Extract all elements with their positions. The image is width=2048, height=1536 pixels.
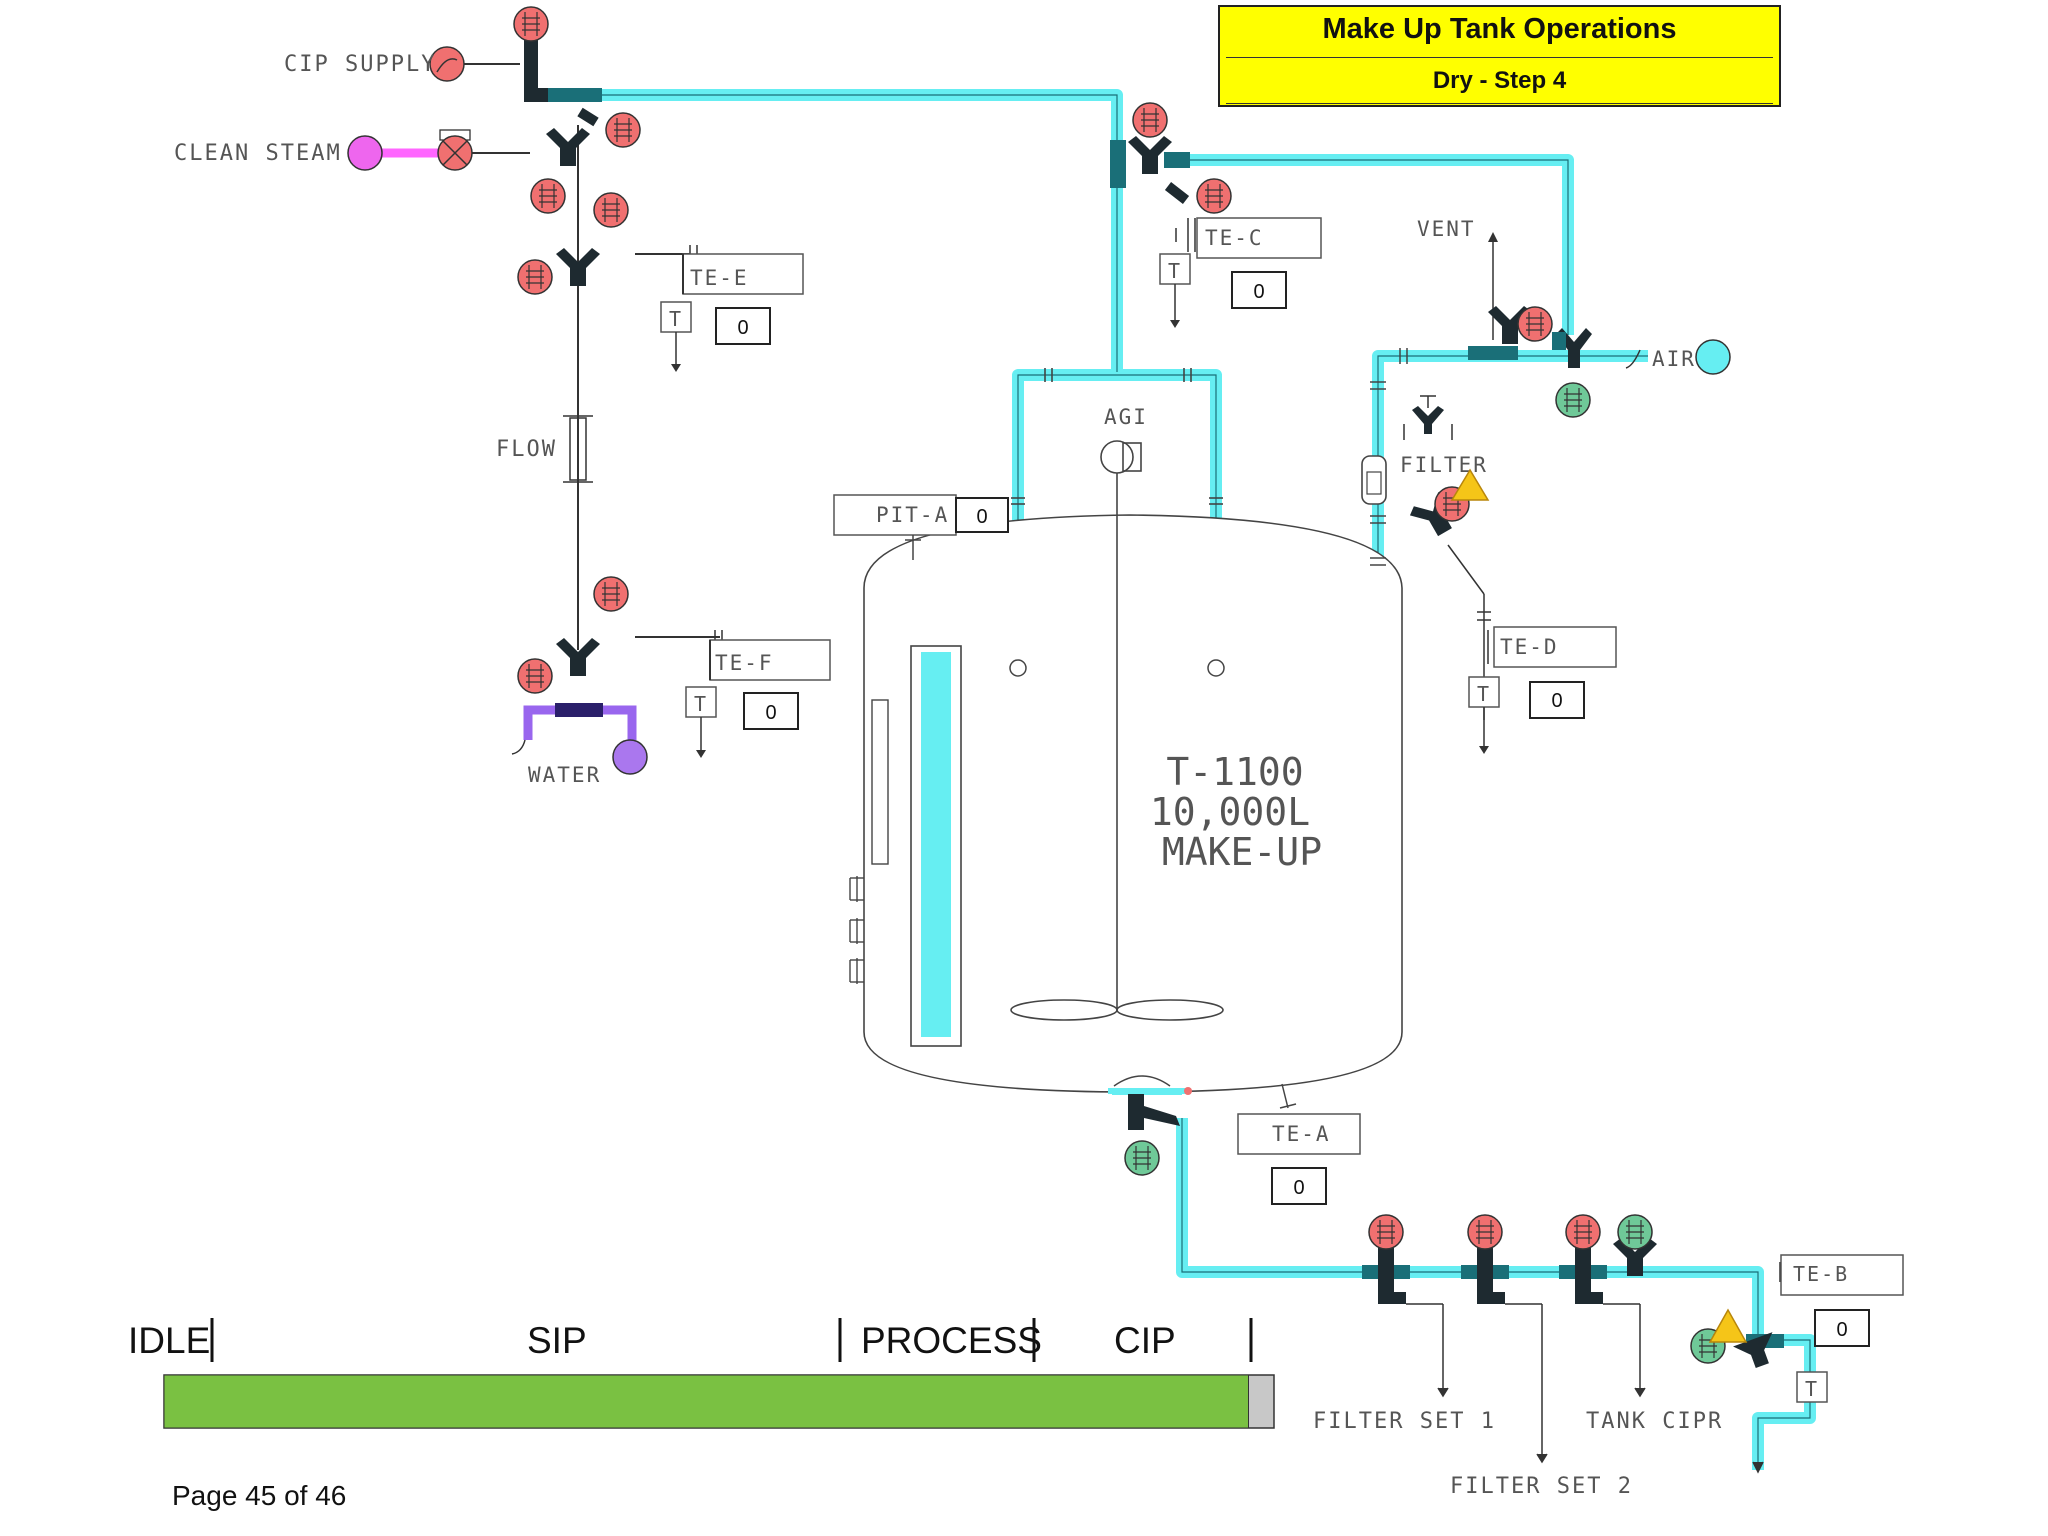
te-c-tag: TE-C bbox=[1205, 226, 1264, 250]
te-a-tag: TE-A bbox=[1272, 1122, 1331, 1146]
te-d-transmitter-label: T bbox=[1477, 682, 1491, 706]
te-b-instrument bbox=[1779, 1254, 1904, 1403]
water-flow-icon bbox=[511, 739, 526, 755]
air-label: AIR bbox=[1652, 347, 1696, 371]
te-f-value: 0 bbox=[765, 702, 776, 724]
cip-supply-source-icon bbox=[429, 46, 465, 82]
te-f-instrument bbox=[685, 630, 831, 758]
te-f-transmitter-label: T bbox=[694, 692, 708, 716]
pit-a-instrument bbox=[833, 494, 1009, 560]
te-d-tag: TE-D bbox=[1500, 635, 1559, 659]
air-source-icon bbox=[1695, 339, 1731, 375]
title-divider bbox=[1226, 57, 1773, 58]
clean-steam-source-icon bbox=[347, 135, 383, 171]
title-bottom-rule bbox=[1226, 103, 1773, 104]
page-title: Make Up Tank Operations bbox=[1322, 13, 1677, 45]
filter-set-2-label: FILTER SET 2 bbox=[1450, 1474, 1633, 1499]
te-b-value: 0 bbox=[1836, 1319, 1847, 1341]
tank-cipr-valve[interactable] bbox=[1559, 1214, 1607, 1304]
te-d-connector bbox=[1447, 544, 1485, 595]
te-e-tag: TE-E bbox=[690, 266, 749, 290]
cip-supply-label: CIP SUPPLY bbox=[284, 52, 436, 77]
phase-sip-label: SIP bbox=[527, 1320, 587, 1361]
cip-divert-valve[interactable] bbox=[530, 107, 641, 214]
operation-title-banner: Make Up Tank Operations Dry - Step 4 bbox=[1218, 5, 1781, 107]
tank-capacity: 10,000L bbox=[1150, 790, 1310, 834]
filter-label: FILTER bbox=[1400, 453, 1488, 477]
vent-label: VENT bbox=[1417, 217, 1476, 241]
te-e-instrument bbox=[660, 245, 804, 372]
flow-meter bbox=[563, 415, 593, 483]
manifold-drops bbox=[1406, 1303, 1764, 1474]
phase-cip-label: CIP bbox=[1114, 1320, 1176, 1361]
cipr-return-valve[interactable] bbox=[1613, 1214, 1657, 1276]
spray-ball-right-icon bbox=[1207, 659, 1225, 677]
flow-label: FLOW bbox=[496, 437, 557, 462]
te-e-valve[interactable] bbox=[517, 192, 629, 295]
filter-isolation-valve[interactable] bbox=[1403, 395, 1453, 440]
water-valve-body bbox=[555, 703, 603, 717]
phase-dividers bbox=[210, 1318, 1253, 1362]
clean-steam-valve[interactable] bbox=[437, 129, 473, 171]
cipr-drain-valve[interactable] bbox=[1690, 1328, 1784, 1373]
te-e-transmitter-label: T bbox=[669, 307, 683, 331]
te-c-value: 0 bbox=[1253, 281, 1264, 303]
tank-cipr-label: TANK CIPR bbox=[1586, 1409, 1723, 1434]
filter-flanges bbox=[1370, 348, 1408, 566]
te-b-transmitter-label: T bbox=[1805, 1377, 1819, 1401]
te-a-instrument bbox=[1237, 1083, 1361, 1205]
step-subtitle: Dry - Step 4 bbox=[1432, 67, 1567, 94]
air-flow-icon bbox=[1625, 349, 1641, 369]
tank-service: MAKE-UP bbox=[1162, 830, 1322, 874]
te-d-value: 0 bbox=[1551, 690, 1562, 712]
phase-idle-label: IDLE bbox=[128, 1320, 211, 1361]
te-e-value: 0 bbox=[737, 317, 748, 339]
phase-process-label: PROCESS bbox=[861, 1320, 1042, 1361]
water-source-icon bbox=[612, 739, 648, 775]
filter-housing bbox=[1361, 455, 1387, 505]
vent-valve[interactable] bbox=[1468, 306, 1553, 360]
pit-a-value: 0 bbox=[976, 506, 987, 528]
water-valve[interactable] bbox=[517, 576, 629, 694]
te-c-instrument bbox=[1159, 217, 1322, 328]
agitator bbox=[1010, 440, 1224, 1021]
cip-supply-valve[interactable] bbox=[513, 6, 602, 102]
te-f-tag: TE-F bbox=[715, 651, 774, 675]
te-c-transmitter-label: T bbox=[1168, 259, 1182, 283]
te-a-value: 0 bbox=[1293, 1177, 1304, 1199]
progress-fill bbox=[163, 1374, 1249, 1429]
tank-inlet-valve[interactable] bbox=[1110, 102, 1232, 214]
filter-set-1-valve[interactable] bbox=[1362, 1214, 1410, 1304]
water-label: WATER bbox=[528, 763, 601, 787]
tank-bottom-valve[interactable] bbox=[1108, 1075, 1192, 1176]
cip-supply-flow-icon bbox=[436, 58, 458, 73]
te-b-tag: TE-B bbox=[1793, 1262, 1849, 1286]
level-indicator bbox=[921, 652, 951, 1037]
spray-ball-left-icon bbox=[1009, 659, 1027, 677]
cipr-alarm-icon bbox=[1708, 1308, 1748, 1343]
agitator-label: AGI bbox=[1104, 405, 1148, 429]
air-valve[interactable] bbox=[1552, 328, 1592, 418]
pit-a-tag: PIT-A bbox=[876, 503, 949, 527]
filter-set-2-valve[interactable] bbox=[1461, 1214, 1509, 1304]
filter-set-1-label: FILTER SET 1 bbox=[1313, 1409, 1496, 1434]
filter-alarm-icon bbox=[1450, 468, 1490, 501]
tank-nozzle-panel bbox=[871, 699, 889, 865]
dip-tube-flanges bbox=[1011, 368, 1223, 505]
page-indicator: Page 45 of 46 bbox=[172, 1480, 347, 1511]
tank-tag: T-1100 bbox=[1166, 750, 1303, 794]
vent-arrow-icon bbox=[1488, 232, 1498, 242]
filter-drain-valve[interactable] bbox=[1407, 486, 1470, 543]
clean-steam-label: CLEAN STEAM bbox=[174, 141, 342, 166]
te-d-instrument bbox=[1468, 594, 1617, 754]
tank-side-nozzles bbox=[849, 876, 864, 984]
